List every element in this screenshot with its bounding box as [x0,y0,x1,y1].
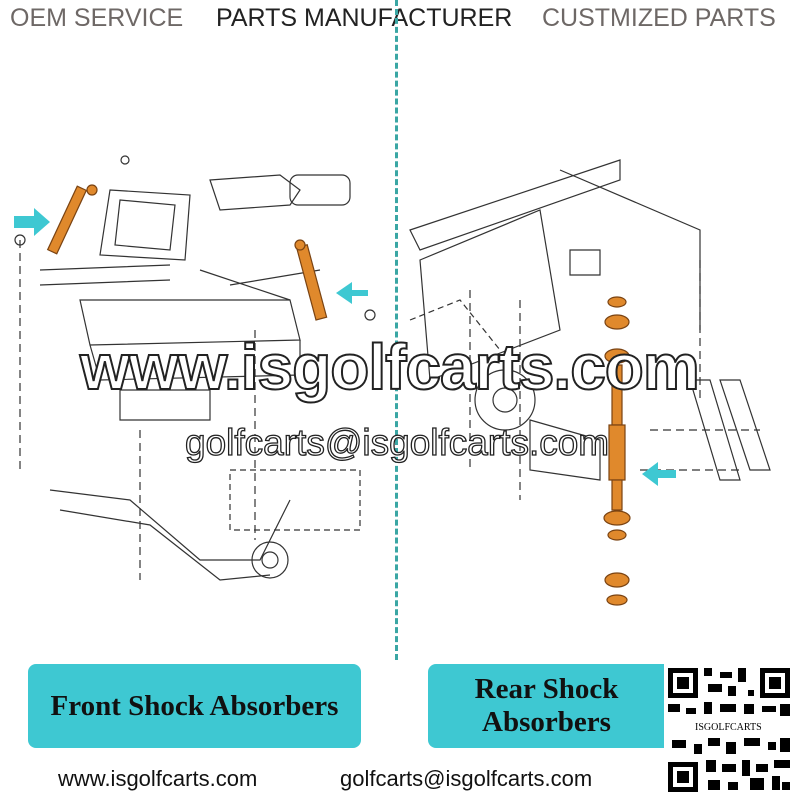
front-shock-left [46,184,98,255]
watermark-email: golfcarts@isgolfcarts.com [184,421,610,463]
qr-label: ISGOLFCARTS [694,722,763,733]
footer-website[interactable]: www.isgolfcarts.com [58,766,258,791]
rear-shock-label-text: Rear Shock Absorbers [474,672,619,738]
footer-email[interactable]: golfcarts@isgolfcarts.com [340,766,593,791]
header-customized-parts: CUSTMIZED PARTS [542,4,776,32]
rear-shock [603,296,631,606]
header-parts-manufacturer: PARTS MANUFACTURER [216,4,513,32]
front-shock-right [294,239,328,321]
watermark-website: www.isgolfcarts.com [79,330,701,404]
front-shock-label: Front Shock Absorbers [28,664,361,748]
section-divider [395,0,398,660]
qr-code[interactable]: ISGOLFCARTS [664,664,794,796]
arrow-icon [14,208,676,486]
qr-code-pattern [668,668,790,792]
header-oem-service: OEM SERVICE [10,4,184,32]
exploded-parts-diagram [14,155,771,606]
rear-suspension-drawing [409,159,771,500]
front-suspension-drawing [14,155,376,581]
